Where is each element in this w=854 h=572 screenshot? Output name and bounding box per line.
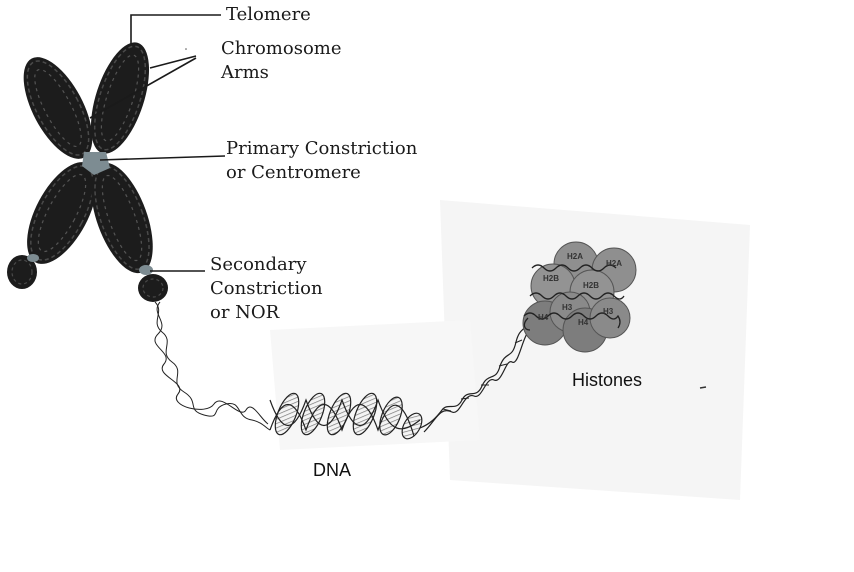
label-secondary-constriction-line3: or NOR xyxy=(210,302,280,323)
label-dna: DNA xyxy=(313,460,352,480)
histone-label: H2A xyxy=(606,259,622,268)
chromosome-arm-lower-left xyxy=(27,162,97,264)
label-telomere: Telomere xyxy=(226,4,311,25)
dna-helix-narrow xyxy=(419,317,531,433)
dna-fiber-thin xyxy=(154,301,271,431)
histone-label: H2B xyxy=(583,281,599,290)
histone-label: H4 xyxy=(578,318,589,327)
histone-label: H2B xyxy=(543,274,559,283)
label-chromosome-arms-line2: Arms xyxy=(221,62,269,83)
centromere xyxy=(82,152,110,175)
label-secondary-constriction-line1: Secondary xyxy=(210,254,307,275)
label-primary-constriction-line1: Primary Constriction xyxy=(226,138,418,159)
histone-label: H2A xyxy=(567,252,583,261)
secondary-constriction-right xyxy=(139,265,153,275)
dna-double-helix xyxy=(269,392,423,440)
stray-mark xyxy=(699,386,707,389)
label-histones: Histones xyxy=(572,370,643,390)
chromosome-arm-upper-right xyxy=(90,42,150,154)
histone-subunit-labels: H2A H2A H2B H2B H4 H3 H4 H3 xyxy=(538,252,622,327)
histone-octamer xyxy=(522,241,637,353)
stray-mark xyxy=(185,48,187,50)
chromosome-arm-upper-left xyxy=(23,57,93,159)
background-patch xyxy=(270,320,480,450)
arms-pointer-lower xyxy=(89,57,197,119)
histone-label: H3 xyxy=(562,303,573,312)
telomere-pointer xyxy=(130,14,221,44)
satellite-right xyxy=(138,274,168,302)
label-primary-constriction-line2: or Centromere xyxy=(226,162,361,183)
histone-label: H4 xyxy=(538,313,549,322)
label-chromosome-arms-line1: Chromosome xyxy=(221,38,342,59)
dna-wrap xyxy=(523,264,625,331)
secondary-constriction-left xyxy=(27,254,39,262)
arms-pointer-upper xyxy=(149,55,197,69)
centromere-pointer xyxy=(99,155,226,161)
chromosome xyxy=(7,42,168,302)
leader-lines xyxy=(89,14,226,272)
histone-label: H3 xyxy=(603,307,614,316)
label-secondary-constriction-line2: Constriction xyxy=(210,278,323,299)
